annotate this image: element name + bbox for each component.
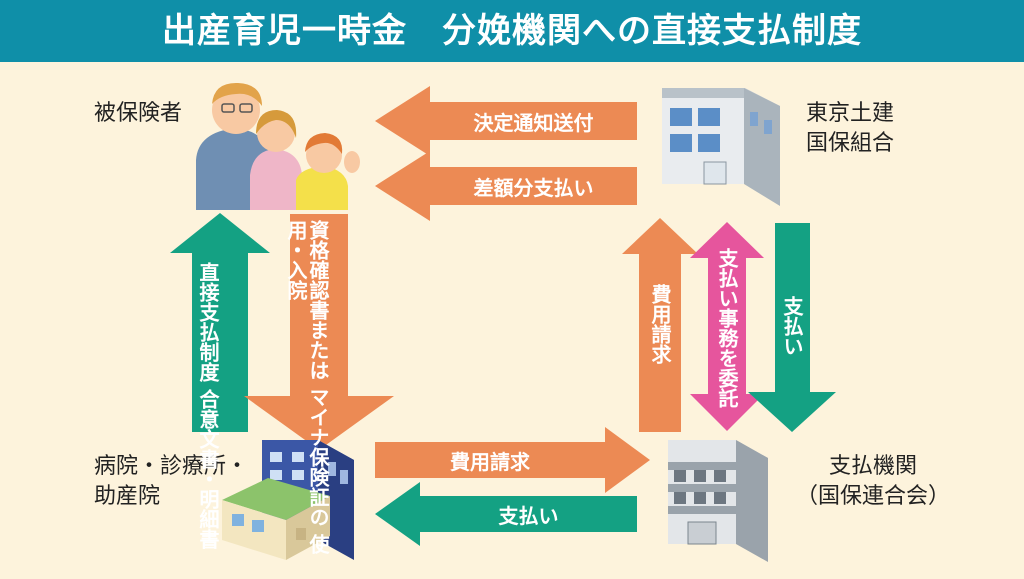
agreement-docs-line2: 合意文書・明細書 [196,388,220,549]
agreement-docs-line1: 直接支払制度 [196,262,220,382]
arrow-eligibility-admission [244,214,394,450]
hospital-payment-label: 支払い [498,504,559,528]
agency-claim-label: 費用請求 [648,284,672,364]
insured-label: 被保険者 [94,101,183,126]
arrow-union-payment [748,223,836,432]
family-illustration [196,82,360,210]
payment-agency-label: 支払機関 （国保連合会） [796,454,951,509]
header-bar: 出産育児一時金 分娩機関への直接支払制度 [0,0,1024,62]
hospital-claim-label: 費用請求 [450,450,530,474]
page-title: 出産育児一時金 分娩機関への直接支払制度 [162,11,862,51]
union-payment-label: 支払い [780,296,804,356]
union-label: 東京土建 国保組合 [806,101,895,156]
eligibility-admission-label: 資格確認書または マイナ保険証の 使用・入院 [284,220,330,579]
hospital-building-illustration [222,440,354,560]
arrow-hospital-payment [375,482,637,546]
agreement-docs-label: 直接支払制度 合意文書・明細書 [196,262,220,549]
arrow-difference-payment [375,151,637,221]
arrow-decision-notice [375,86,637,156]
decision-notice-label: 決定通知送付 [473,111,594,135]
difference-payment-label: 差額分支払い [473,176,594,200]
arrow-agreement-docs [170,213,270,432]
eligibility-line1: 資格確認書または [306,220,330,380]
arrow-hospital-claim [375,427,650,493]
delegation-label: 支払い事務を委託 [715,248,739,408]
arrow-agency-claim [622,218,698,432]
payment-agency-building-illustration [668,440,768,562]
union-building-illustration [662,88,780,206]
hospital-label: 病院・診療所・ 助産院 [94,454,249,509]
eligibility-line2: マイナ保険証の [306,386,330,527]
eligibility-line3: 使用・入院 [284,220,330,554]
arrow-delegation [690,222,764,431]
